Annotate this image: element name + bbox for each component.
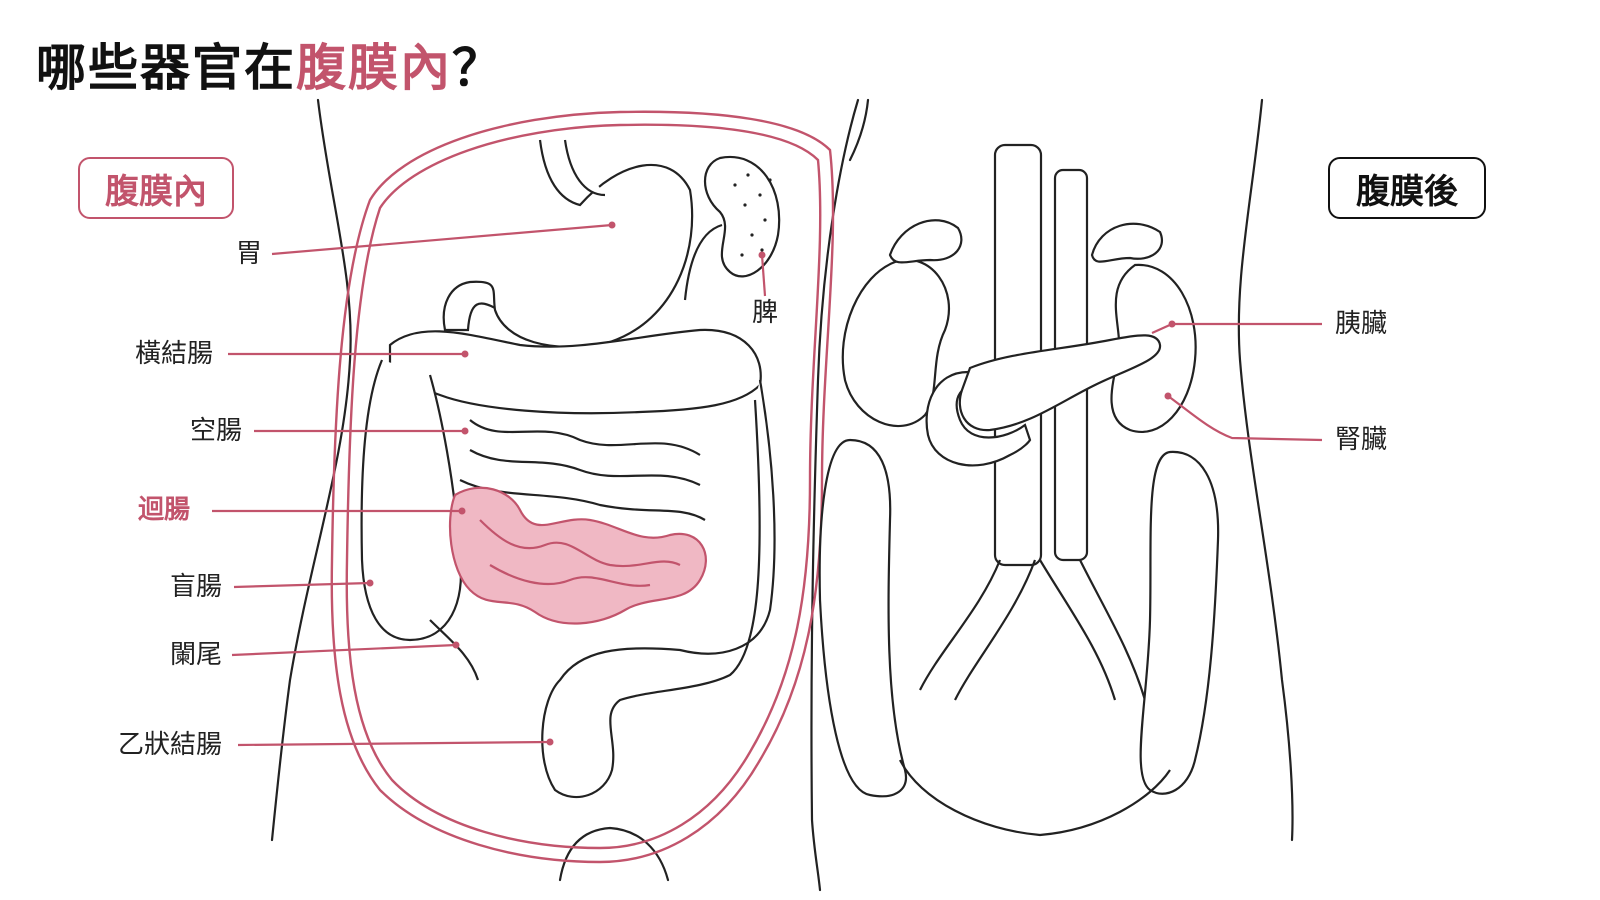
right-torso-inner-edge bbox=[848, 98, 870, 162]
leader-stomach bbox=[271, 223, 613, 256]
label-sigmoid-colon: 乙狀結腸 bbox=[118, 730, 223, 760]
pelvic-outline bbox=[899, 759, 1171, 837]
label-kidney: 腎臟 bbox=[1335, 425, 1388, 455]
label-jejunum: 空腸 bbox=[190, 416, 243, 446]
pelvis-bottom bbox=[558, 826, 670, 882]
title-main: 哪些器官在 bbox=[36, 39, 296, 97]
label-spleen: 脾 bbox=[752, 298, 779, 328]
title-highlight: 腹膜內 bbox=[296, 39, 452, 97]
descending-colon bbox=[541, 379, 776, 799]
leader-spleen bbox=[760, 254, 767, 297]
label-pancreas: 胰臟 bbox=[1335, 309, 1388, 339]
label-appendix: 闌尾 bbox=[170, 640, 223, 670]
label-stomach: 胃 bbox=[236, 239, 263, 269]
splenic-vessel bbox=[683, 223, 723, 301]
leader-pancreas-tip bbox=[1151, 322, 1173, 335]
title-end: ？ bbox=[452, 39, 504, 97]
peritoneum-inner bbox=[345, 123, 822, 850]
right-torso-outline bbox=[1237, 98, 1294, 842]
ileum-loops bbox=[479, 519, 681, 587]
leader-appendix bbox=[231, 643, 457, 657]
iliac-right bbox=[1039, 559, 1147, 701]
retro-descending-colon bbox=[1139, 450, 1220, 795]
intraperitoneal-tag: 腹膜內 bbox=[78, 157, 234, 219]
ileum bbox=[448, 486, 707, 625]
duodenum bbox=[925, 370, 1032, 467]
pancreas bbox=[958, 334, 1162, 432]
left-torso-outline bbox=[270, 98, 352, 842]
appendix bbox=[429, 619, 480, 681]
esophagus bbox=[563, 139, 606, 197]
label-cecum: 盲腸 bbox=[170, 572, 223, 602]
stomach-shape bbox=[442, 139, 694, 348]
label-transverse-colon: 橫結腸 bbox=[135, 339, 214, 369]
left-kidney bbox=[841, 258, 951, 428]
iliac-left bbox=[919, 559, 1037, 701]
leader-cecum bbox=[233, 581, 371, 589]
page-title: 哪些器官在腹膜內？ bbox=[36, 28, 504, 100]
left-torso-inner-edge bbox=[810, 98, 860, 892]
leader-sigmoid-colon bbox=[237, 740, 551, 747]
ascending-colon bbox=[360, 359, 462, 642]
peritoneum-outer bbox=[330, 110, 835, 864]
label-ileum: 迴腸 bbox=[138, 495, 191, 525]
retroperitoneal-tag: 腹膜後 bbox=[1328, 157, 1486, 219]
left-adrenal bbox=[888, 219, 963, 264]
spleen-shape bbox=[704, 155, 781, 278]
right-adrenal bbox=[1090, 222, 1163, 263]
retro-ascending-colon bbox=[818, 438, 908, 798]
leader-kidney bbox=[1167, 395, 1323, 442]
